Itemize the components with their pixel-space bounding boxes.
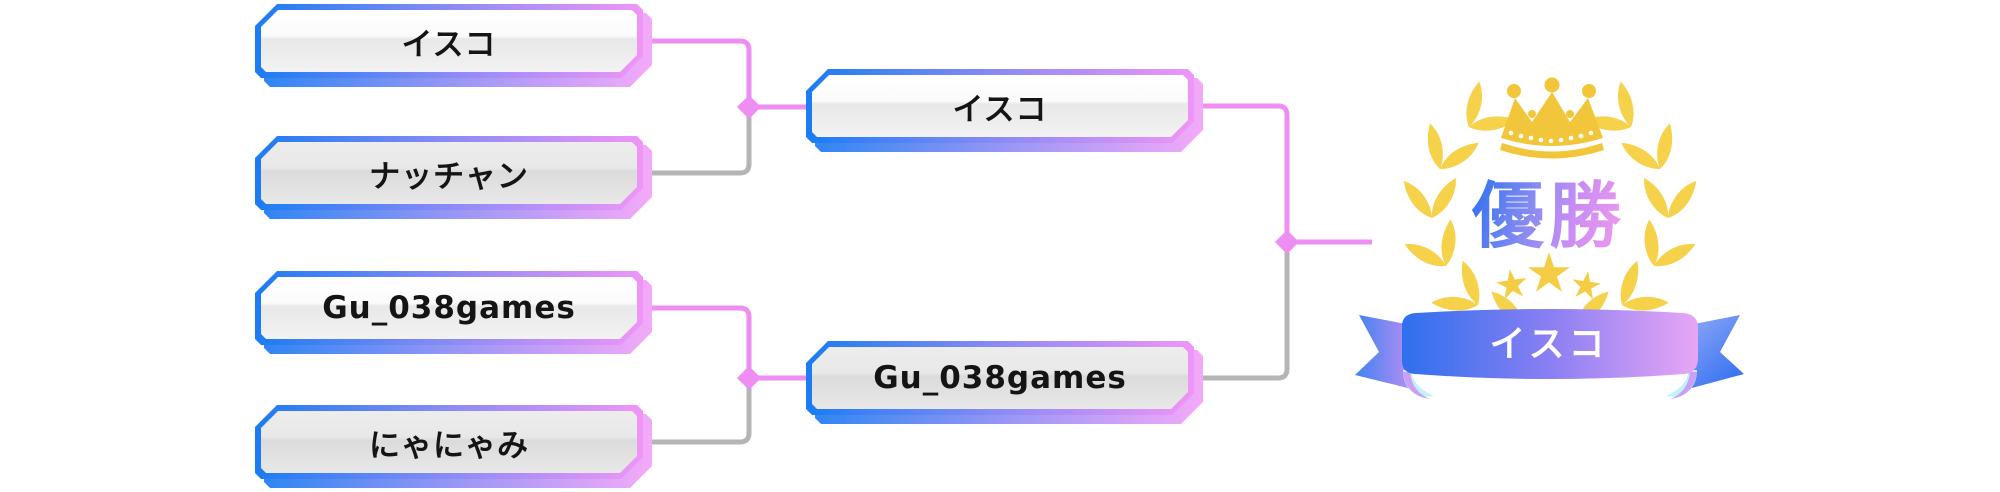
connector-loser-final <box>1194 248 1290 381</box>
connector-loser-natchan <box>643 113 752 176</box>
box-fill <box>812 75 1188 137</box>
box-fill <box>812 347 1188 409</box>
player-box-nyanyami-r1: にゃにゃみ <box>255 405 643 479</box>
winner-ribbon: イスコ <box>1355 309 1744 399</box>
player-box-isuko-r1: イスコ <box>255 4 643 78</box>
connector-winner-gu-r1 <box>643 305 806 381</box>
crown-icon <box>1500 77 1604 159</box>
player-box-gu038games-final: Gu_038games <box>806 341 1194 415</box>
connector-winner-final <box>1194 103 1372 245</box>
connector-loser-nyanyami <box>643 384 752 445</box>
player-name: Gu_038games <box>322 290 576 326</box>
champion-name: イスコ <box>1490 324 1609 365</box>
box-fill <box>261 411 637 473</box>
player-name: ナッチャン <box>369 158 529 195</box>
champion-title: 優勝 <box>1471 174 1626 258</box>
ribbon-curl-right <box>1670 372 1697 399</box>
junction-diamond-top <box>736 94 762 120</box>
box-fill <box>261 277 637 339</box>
player-box-gu038games-r1: Gu_038games <box>255 271 643 345</box>
connectors <box>643 38 1372 445</box>
player-name: にゃにゃみ <box>369 427 529 464</box>
player-box-natchan-r1: ナッチャン <box>255 136 643 210</box>
box-fill <box>261 142 637 204</box>
player-name: イスコ <box>952 91 1048 128</box>
ribbon-band <box>1401 309 1698 379</box>
player-box-isuko-final: イスコ <box>806 69 1194 143</box>
junction-diamond-final <box>1274 229 1300 255</box>
player-name: イスコ <box>401 26 497 63</box>
ribbon-curl-left <box>1403 372 1430 399</box>
ribbon-tail-right <box>1688 315 1744 389</box>
junction-diamond-bottom <box>736 365 762 391</box>
connector-winner-isuko-r1 <box>643 38 806 110</box>
player-name: Gu_038games <box>873 360 1127 396</box>
champion-badge: 優勝 イスコ <box>1355 75 1744 399</box>
ribbon-tail-left <box>1355 315 1412 389</box>
box-fill <box>261 10 637 72</box>
stars-icon <box>1494 252 1603 301</box>
